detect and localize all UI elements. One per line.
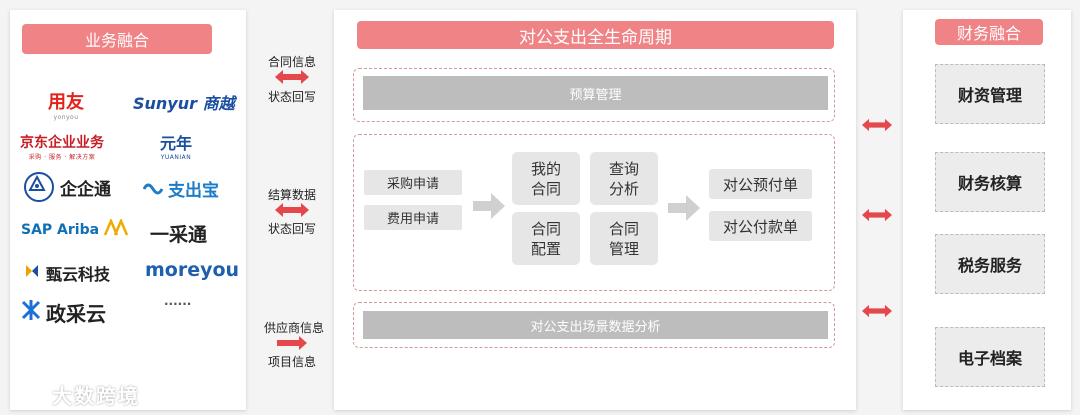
connector-1-top-label: 合同信息 xyxy=(267,55,316,69)
double-arrow-icon xyxy=(275,70,309,84)
right-arrow-icon xyxy=(277,336,307,350)
lifecycle-title: 对公支出全生命周期 xyxy=(357,21,834,49)
financial-accounting-box: 财务核算 xyxy=(935,152,1045,212)
zhenyun-icon xyxy=(24,263,40,283)
connector-3-top-label: 供应商信息 xyxy=(263,321,324,335)
double-arrow-icon xyxy=(275,203,309,217)
my-contract-box: 我的 合同 xyxy=(512,152,580,205)
logo-qiqitong: 企企通 xyxy=(24,172,111,202)
logo-sunyur: Sunyur 商越 xyxy=(133,94,235,113)
connector-2-bottom-label: 状态回写 xyxy=(267,222,316,236)
watermark-logo-icon xyxy=(10,380,48,409)
logo-yonyou: 用友 yonyou xyxy=(48,92,84,121)
purchase-request-box: 采购申请 xyxy=(364,170,462,195)
corporate-prepayment-box: 对公预付单 xyxy=(709,169,812,199)
business-integration-panel xyxy=(10,10,246,410)
logo-more: ...... xyxy=(164,294,192,308)
connector-1-bottom-label: 状态回写 xyxy=(267,90,316,104)
connector-2-top-label: 结算数据 xyxy=(267,188,316,202)
ariba-icon xyxy=(103,217,129,241)
double-arrow-icon xyxy=(862,208,892,222)
contract-config-box: 合同 配置 xyxy=(512,212,580,265)
logo-moreyou: moreyou xyxy=(145,259,240,281)
flow-arrow-icon xyxy=(668,195,700,221)
logo-yicaitong: 一采通 xyxy=(150,224,208,246)
double-arrow-icon xyxy=(862,118,892,132)
qiqitong-icon xyxy=(24,172,54,202)
finance-integration-title: 财务融合 xyxy=(935,19,1043,45)
query-analysis-box: 查询 分析 xyxy=(590,152,658,205)
scenario-data-analysis-bar: 对公支出场景数据分析 xyxy=(363,311,828,339)
watermark: 大数跨境 xyxy=(10,380,140,409)
business-integration-title: 业务融合 xyxy=(22,24,212,54)
logo-zhengcaiyun: 政采云 xyxy=(20,298,106,327)
treasury-management-box: 财资管理 xyxy=(935,64,1045,124)
zhengcaiyun-icon xyxy=(20,299,42,326)
tax-services-box: 税务服务 xyxy=(935,234,1045,294)
budget-management-bar: 预算管理 xyxy=(363,76,828,110)
logo-yuanian: 元年 YUANIAN xyxy=(160,134,193,161)
logo-sap-ariba: SAP Ariba xyxy=(21,217,129,241)
connector-3-bottom-label: 项目信息 xyxy=(267,355,316,369)
logo-zhenyun: 甄云科技 xyxy=(24,261,110,285)
corporate-payment-box: 对公付款单 xyxy=(709,211,812,241)
double-arrow-icon xyxy=(862,304,892,318)
zhichubao-icon xyxy=(142,180,164,198)
expense-request-box: 费用申请 xyxy=(364,205,462,230)
logo-zhichubao: 支出宝 xyxy=(142,176,219,201)
logo-jd-enterprise: 京东企业业务 采购 · 服务 · 解决方案 xyxy=(20,135,104,161)
electronic-archive-box: 电子档案 xyxy=(935,327,1045,387)
contract-management-box: 合同 管理 xyxy=(590,212,658,265)
flow-arrow-icon xyxy=(473,193,505,219)
